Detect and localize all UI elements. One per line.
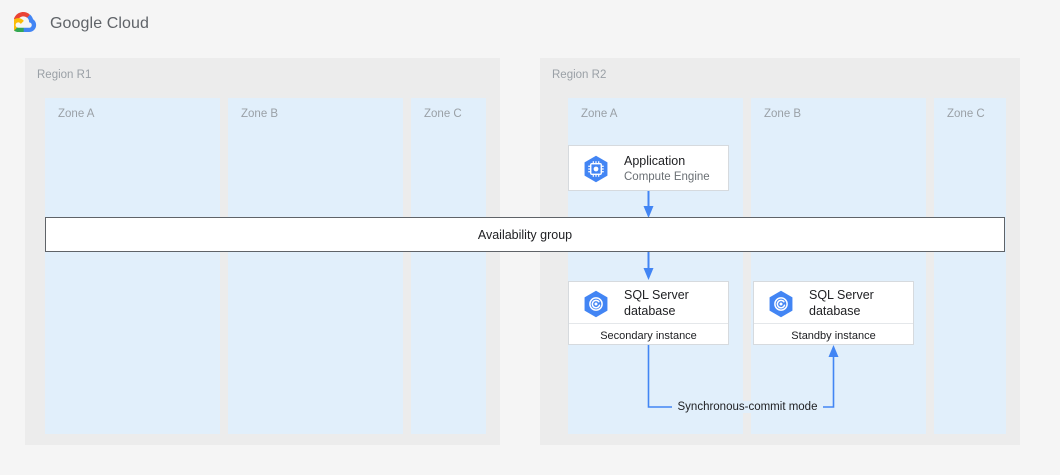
region-r1-zone-a: Zone A	[45, 98, 220, 434]
secondary-instance-card-title-line2: database	[624, 303, 676, 318]
synchronous-commit-label: Synchronous-commit mode	[671, 401, 824, 413]
standby-instance-card-text: SQL Server database	[809, 288, 874, 319]
region-r1-zone-b: Zone B	[228, 98, 403, 434]
synchronous-commit-label-box: Synchronous-commit mode	[660, 396, 835, 418]
standby-instance-card-title-line1: SQL Server	[809, 288, 874, 303]
availability-group-bar[interactable]: Availability group	[45, 217, 1005, 252]
standby-instance-card[interactable]: SQL Server database Standby instance	[753, 281, 914, 345]
sql-database-icon	[769, 290, 793, 317]
compute-engine-icon	[584, 155, 608, 183]
brand-name: Google Cloud	[50, 14, 150, 32]
region-r1-zone-c-label: Zone C	[424, 108, 462, 120]
region-r1-zone-b-label: Zone B	[241, 108, 279, 120]
sql-database-icon	[584, 290, 608, 317]
secondary-instance-card[interactable]: SQL Server database Secondary instance	[568, 281, 729, 345]
region-r2-label: Region R2	[552, 69, 607, 81]
standby-instance-card-title-line2: database	[809, 303, 861, 318]
region-r1-label: Region R1	[37, 69, 92, 81]
region-r2-zone-c: Zone C	[934, 98, 1006, 434]
standby-instance-card-body: SQL Server database	[754, 282, 913, 323]
app-header: Google Cloud	[0, 0, 1060, 47]
region-r2-zone-b-label: Zone B	[764, 108, 802, 120]
secondary-instance-card-text: SQL Server database	[624, 288, 689, 319]
region-r2-zone-a-label: Zone A	[581, 108, 618, 120]
standby-instance-card-footer: Standby instance	[754, 323, 913, 347]
secondary-instance-card-title-line1: SQL Server	[624, 288, 689, 303]
region-r1-zone-c: Zone C	[411, 98, 486, 434]
application-card-text: Application Compute Engine	[624, 154, 710, 183]
application-card[interactable]: Application Compute Engine	[568, 145, 729, 191]
region-r1-zone-a-label: Zone A	[58, 108, 95, 120]
application-card-title: Application	[624, 154, 686, 169]
region-r2-zone-c-label: Zone C	[947, 108, 985, 120]
application-card-body: Application Compute Engine	[569, 146, 728, 192]
google-cloud-logo-icon	[14, 11, 37, 32]
secondary-instance-card-body: SQL Server database	[569, 282, 728, 323]
region-r2-zone-b: Zone B	[751, 98, 926, 434]
secondary-instance-card-footer: Secondary instance	[569, 323, 728, 347]
availability-group-bar-label: Availability group	[477, 227, 573, 242]
application-card-subtitle: Compute Engine	[624, 170, 710, 183]
